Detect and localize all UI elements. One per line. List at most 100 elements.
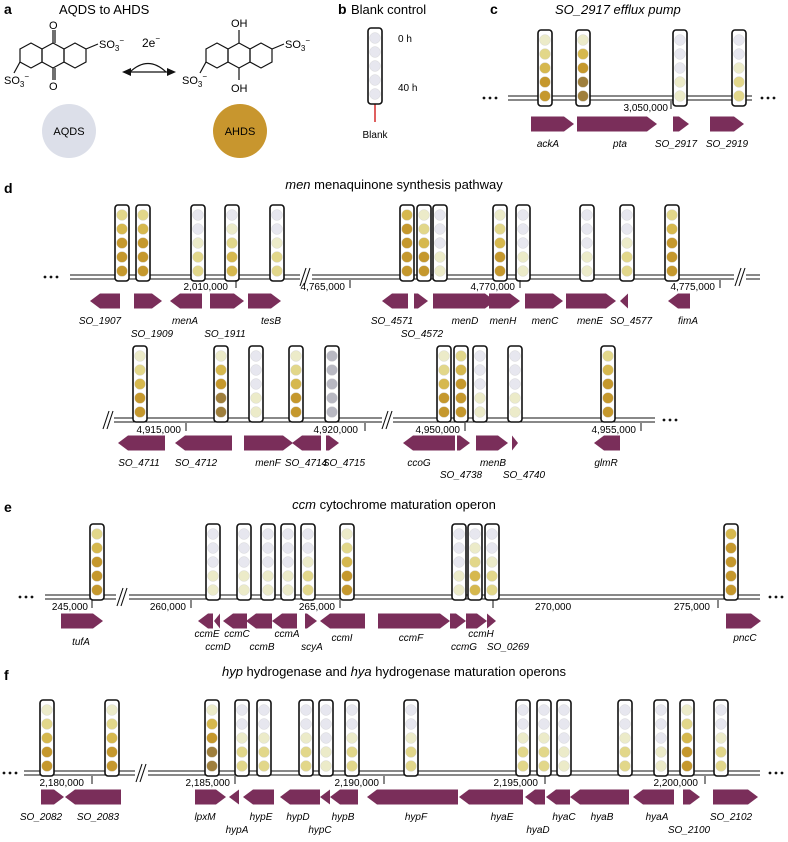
gene-label: SO_4572 (401, 329, 444, 340)
tube-well (290, 364, 302, 376)
gene-arrow (320, 789, 330, 805)
tube-well (206, 704, 218, 716)
tube-well (137, 209, 149, 221)
tube-well (341, 556, 353, 568)
coordinate-label: 4,770,000 (471, 282, 516, 293)
gene-arrow (175, 435, 232, 451)
ellipsis (772, 96, 776, 100)
panel-a-title: AQDS to AHDS (59, 2, 150, 17)
electron-label: 2e− (142, 34, 160, 50)
gene-label: ccmC (224, 629, 250, 640)
tube-well (41, 704, 53, 716)
tube-well (621, 265, 633, 277)
tube-well (674, 34, 686, 46)
tube-well (539, 90, 551, 102)
gene-label: SO_4577 (610, 316, 653, 327)
gene-label: pta (612, 139, 627, 150)
gene-arrow (487, 613, 496, 629)
gene-arrow (378, 613, 450, 629)
tube-well (262, 556, 274, 568)
tube-well (681, 732, 693, 744)
axis-break (738, 267, 746, 287)
tube-well (215, 392, 227, 404)
tube-well (733, 34, 745, 46)
coordinate-label: 275,000 (674, 602, 711, 613)
tube-well (666, 209, 678, 221)
ellipsis (780, 595, 784, 599)
tube-well (577, 90, 589, 102)
ahds-structure (199, 30, 285, 80)
ahds-circle (213, 104, 267, 158)
ellipsis (488, 96, 492, 100)
gene-label: SO_4714 (285, 458, 328, 469)
gene-arrow (170, 293, 202, 309)
tube-well (438, 378, 450, 390)
gene-arrow (367, 789, 458, 805)
blank-label: Blank (362, 130, 388, 141)
coordinate-label: 4,915,000 (137, 425, 182, 436)
gene-label: SO_0269 (487, 642, 530, 653)
gene-arrow (320, 613, 365, 629)
tube-well (517, 718, 529, 730)
tube-well (581, 223, 593, 235)
tube-well (715, 746, 727, 758)
gene-arrow (223, 613, 247, 629)
gene-arrow (403, 435, 455, 451)
tube-well (405, 746, 417, 758)
ellipsis (768, 595, 772, 599)
tube-well (271, 209, 283, 221)
tube-well (418, 223, 430, 235)
tube-well (238, 584, 250, 596)
gene-label: hyaD (526, 825, 549, 836)
tube-well (581, 209, 593, 221)
tube-well (674, 62, 686, 74)
tube-well (250, 350, 262, 362)
tube-well (577, 34, 589, 46)
gene-label: ccmD (205, 642, 231, 653)
aqds-circle (42, 104, 96, 158)
axis-break (381, 410, 389, 430)
coordinate-label: 2,185,000 (186, 778, 231, 789)
tube-well (666, 237, 678, 249)
tube-well (469, 528, 481, 540)
tube-well (434, 209, 446, 221)
tube-well (474, 406, 486, 418)
tube-well (517, 223, 529, 235)
tube-well (271, 237, 283, 249)
tube-well (674, 76, 686, 88)
tube-well (455, 378, 467, 390)
tube-well (300, 746, 312, 758)
axis-break (734, 267, 742, 287)
tube-well (539, 48, 551, 60)
tube-well (262, 570, 274, 582)
gene-label: SO_2100 (668, 825, 711, 836)
gene-arrow (577, 116, 657, 132)
tube-well (455, 392, 467, 404)
tube-well (302, 584, 314, 596)
tube-well (621, 251, 633, 263)
gene-label: lpxM (194, 812, 216, 823)
gene-label: scyA (301, 642, 323, 653)
tube-well (41, 746, 53, 758)
tube-well (418, 237, 430, 249)
panel-e-letter: e (4, 499, 12, 515)
tube-well (517, 265, 529, 277)
panel-d-letter: d (4, 180, 13, 196)
tube-well (341, 570, 353, 582)
tube-well (581, 265, 593, 277)
ellipsis (24, 595, 28, 599)
tube-well (666, 265, 678, 277)
tube-well (116, 223, 128, 235)
tube-well (438, 392, 450, 404)
ellipsis (8, 771, 12, 775)
tube-well (226, 223, 238, 235)
coordinate-label: 4,950,000 (416, 425, 461, 436)
tube-well (453, 556, 465, 568)
tube-well (41, 718, 53, 730)
tube-well (320, 732, 332, 744)
gene-label: SO_2919 (706, 139, 749, 150)
gene-label: SO_2102 (710, 812, 753, 823)
coordinate-label: 260,000 (150, 602, 187, 613)
axis-break (120, 587, 128, 607)
tube-well (558, 718, 570, 730)
